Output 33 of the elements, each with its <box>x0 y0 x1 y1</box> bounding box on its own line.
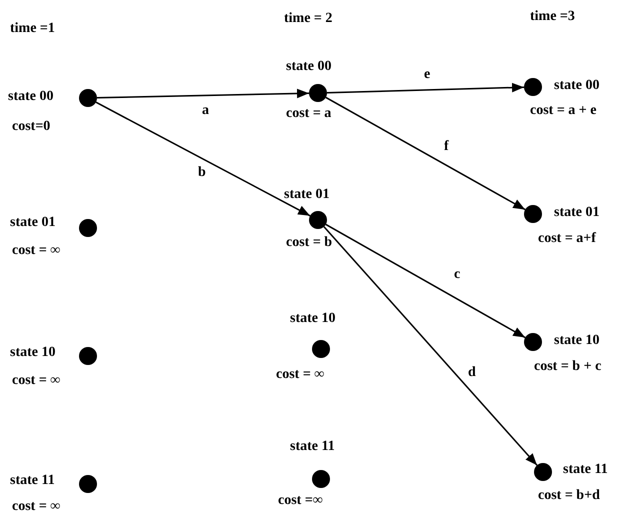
arrow <box>96 102 310 216</box>
arrow <box>323 226 538 466</box>
state-label: state 11 <box>10 474 55 488</box>
arrow <box>325 96 526 210</box>
state-label: state 01 <box>10 216 56 230</box>
state-label: state 01 <box>284 188 330 202</box>
cost-label: cost=0 <box>12 120 50 134</box>
arrow <box>326 82 524 94</box>
time-label: time = 2 <box>284 12 332 26</box>
cost-label: cost = b <box>286 236 332 250</box>
state-label: state 00 <box>554 79 600 93</box>
arrow <box>96 88 310 99</box>
cost-label: cost = a <box>286 107 332 121</box>
cost-label: cost = ∞ <box>12 500 60 514</box>
state-label: state 00 <box>8 90 54 104</box>
state-label: state 11 <box>563 463 608 477</box>
time-label: time =3 <box>530 10 575 24</box>
time-label: time =1 <box>10 22 55 36</box>
state-label: state 01 <box>554 206 600 220</box>
cost-label: cost = b+d <box>538 489 600 503</box>
cost-label: cost = a+f <box>538 232 596 246</box>
state-label: state 10 <box>290 312 336 326</box>
cost-label: cost = ∞ <box>12 374 60 388</box>
state-label: state 11 <box>290 440 335 454</box>
cost-label: cost = ∞ <box>12 244 60 258</box>
arrow <box>325 224 526 338</box>
state-label: state 10 <box>554 334 600 348</box>
state-label: state 00 <box>286 60 332 74</box>
cost-label: cost = ∞ <box>276 368 324 382</box>
cost-label: cost = b + c <box>534 360 602 374</box>
state-label: state 10 <box>10 346 56 360</box>
cost-label: cost = a + e <box>530 104 596 118</box>
cost-label: cost =∞ <box>278 494 323 508</box>
